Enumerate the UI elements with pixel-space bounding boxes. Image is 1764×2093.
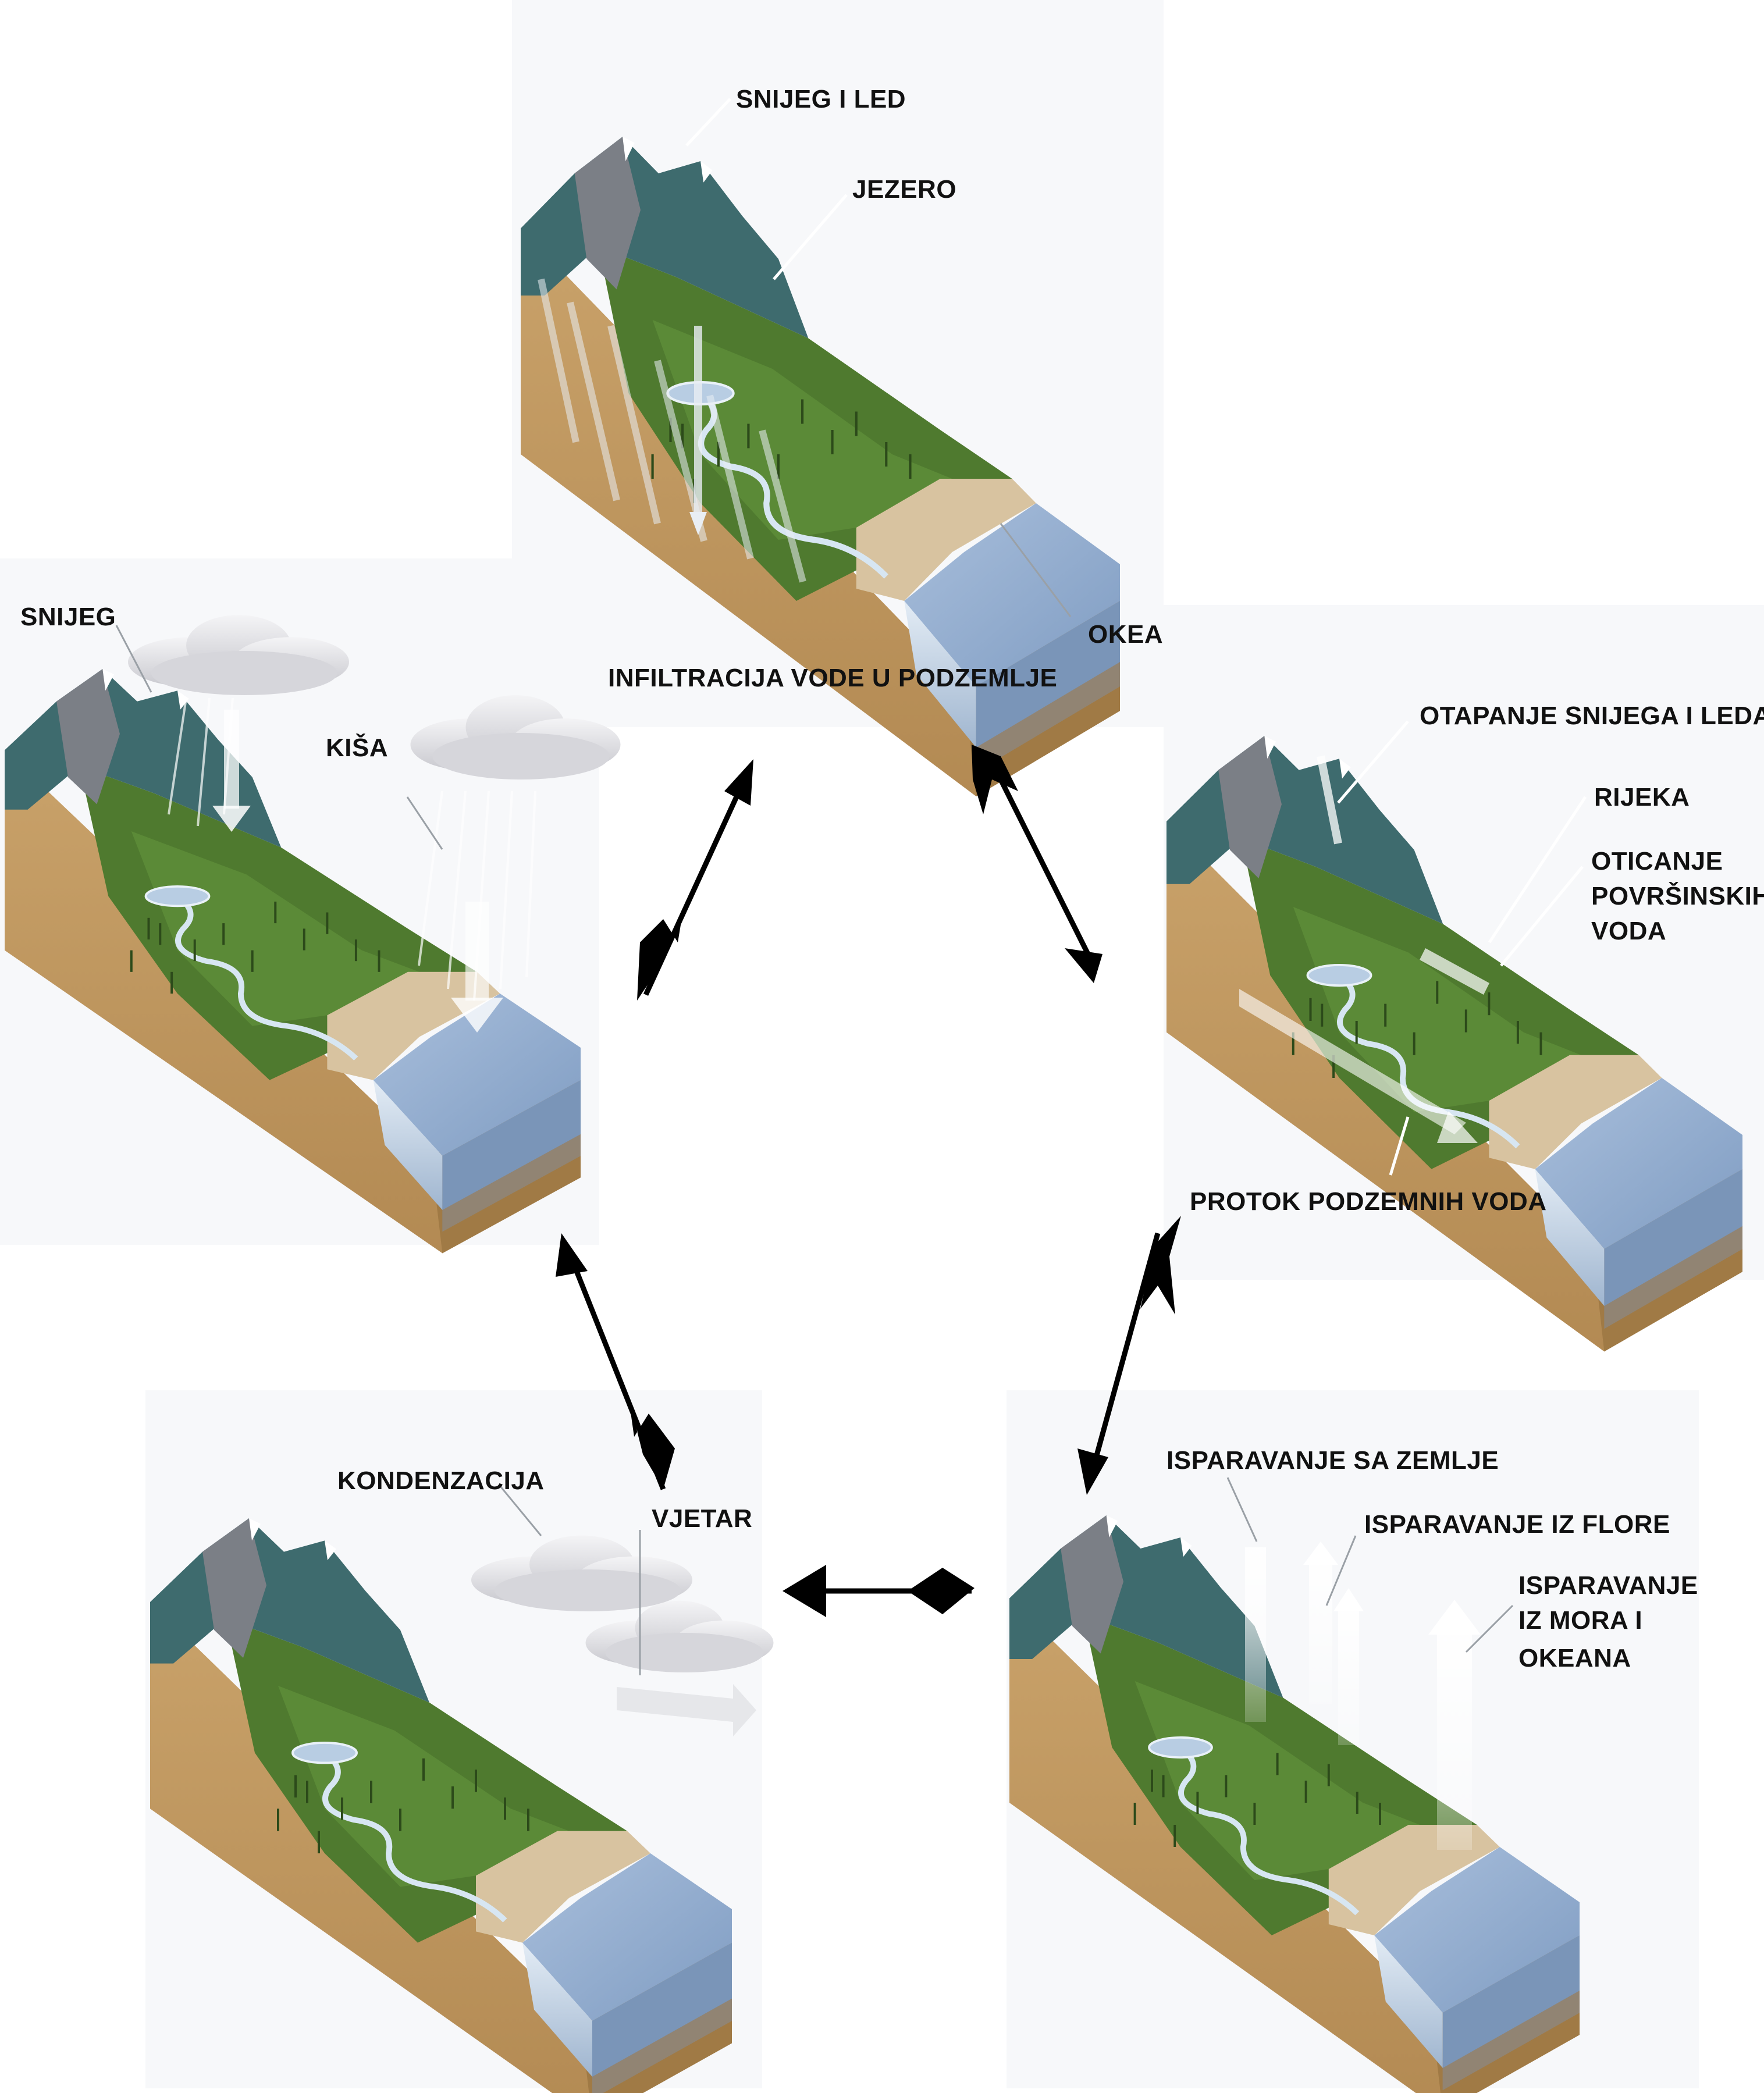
label-river: RIJEKA <box>1594 783 1690 811</box>
label-lake: JEZERO <box>852 175 956 204</box>
leader-groundwater <box>1389 1116 1410 1176</box>
label-runoff-line1: OTICANJE <box>1591 847 1723 875</box>
arrow-left-to-top <box>637 759 753 1001</box>
runoff-arrow-icon <box>1420 948 1489 995</box>
wind-arrow-icon <box>617 1684 756 1736</box>
leader-evap-land <box>1226 1477 1258 1542</box>
arrow-top-to-right <box>972 745 1102 983</box>
panel-bottom-left-condensation: KONDENZACIJA VJETAR <box>145 1390 774 2093</box>
label-groundwater: PROTOK PODZEMNIH VODA <box>1190 1187 1547 1216</box>
leader-snow <box>115 625 152 693</box>
leader-lake <box>773 194 848 280</box>
label-wind: VJETAR <box>652 1504 752 1533</box>
leader-ocean <box>1000 523 1072 617</box>
cycle-arrows <box>556 745 1181 1617</box>
vapor-sea-icon <box>1437 1629 1472 1850</box>
label-snow: SNIJEG <box>20 603 116 631</box>
label-evap-sea-line2: IZ MORA I <box>1518 1606 1642 1635</box>
infiltration-arrow-icon <box>689 512 707 535</box>
leader-rain <box>406 796 443 850</box>
infiltration-streaks <box>538 278 806 583</box>
leader-condensation <box>499 1486 542 1536</box>
panel-bottom-right-evaporation: ISPARAVANJE SA ZEMLJE ISPARAVANJE IZ FLO… <box>1007 1390 1699 2093</box>
melt-arrow-icon <box>1317 755 1342 845</box>
arrow-bottom-right-to-bottom-left <box>783 1565 975 1617</box>
panel-right-runoff: OTAPANJE SNIJEGA I LEDA RIJEKA OTICANJE … <box>1164 605 1764 1351</box>
vapor-flora-icon <box>1309 1559 1332 1704</box>
panel-top-infiltration: SNIJEG I LED JEZERO OKEAN INFILTRACIJA V… <box>512 0 1182 796</box>
label-melting: OTAPANJE SNIJEGA I LEDA <box>1420 702 1764 730</box>
label-evap-sea-line1: ISPARAVANJE <box>1518 1571 1698 1600</box>
label-snow-ice: SNIJEG I LED <box>736 85 906 113</box>
leader-snow-ice <box>685 98 731 147</box>
label-evap-flora: ISPARAVANJE IZ FLORE <box>1364 1510 1670 1539</box>
label-condensation: KONDENZACIJA <box>337 1466 545 1495</box>
arrow-bottom-left-to-left <box>556 1233 675 1490</box>
leader-melting <box>1337 720 1409 804</box>
label-evap-land: ISPARAVANJE SA ZEMLJE <box>1166 1446 1499 1475</box>
label-runoff-line3: VODA <box>1591 917 1666 945</box>
label-runoff-line2: POVRŠINSKIH <box>1591 881 1764 910</box>
leader-evap-flora <box>1325 1535 1357 1606</box>
label-rain: KIŠA <box>326 732 388 762</box>
leader-river <box>1488 796 1587 944</box>
label-infiltration: INFILTRACIJA VODE U PODZEMLJE <box>608 664 1057 692</box>
snow-arrow-icon <box>212 806 251 832</box>
panel-left-precipitation: SNIJEG KIŠA <box>0 558 621 1253</box>
groundwater-arrow-icon <box>1239 989 1466 1134</box>
rain-streaks <box>418 791 536 1001</box>
arrow-right-to-bottom-right <box>1077 1216 1181 1495</box>
vapor-land-icon <box>1245 1547 1266 1722</box>
leader-evap-sea <box>1465 1604 1514 1653</box>
label-evap-sea-line3: OKEANA <box>1518 1644 1631 1672</box>
leader-runoff <box>1500 866 1584 967</box>
rain-arrow-icon <box>451 998 503 1033</box>
